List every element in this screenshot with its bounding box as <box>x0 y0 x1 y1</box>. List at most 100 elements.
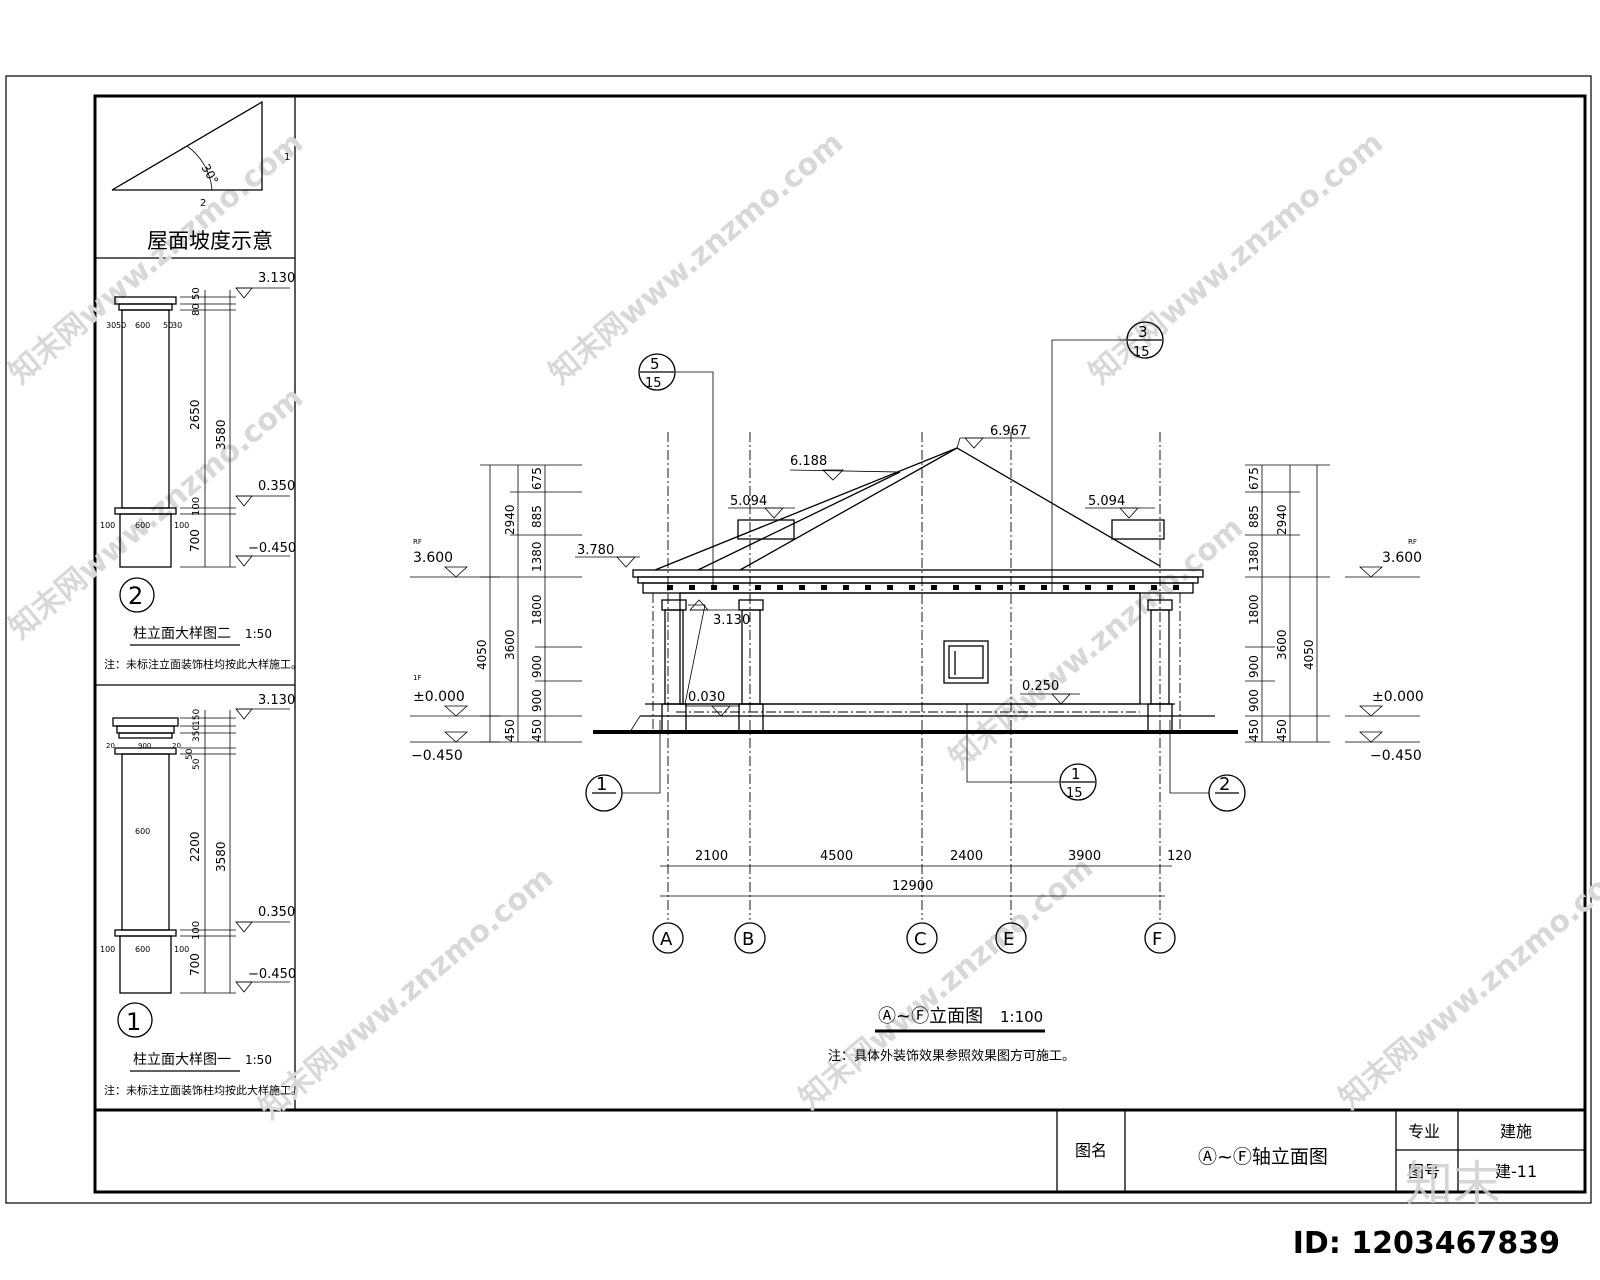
level-tag: RF <box>1408 538 1417 546</box>
dim-label: 700 <box>188 529 202 552</box>
elevation-label: −0.450 <box>1370 748 1422 764</box>
elevation-label: 0.250 <box>1022 679 1059 694</box>
callout-5-15: 5 15 <box>638 353 714 590</box>
detail-marker: 1 <box>126 1008 141 1036</box>
dim-label: 2200 <box>188 831 202 862</box>
detail-note: 注：未标注立面装饰柱均按此大样施工。 <box>104 1083 302 1097</box>
dim-label: 3900 <box>1068 849 1101 864</box>
title-block-name-label: 图名 <box>1075 1141 1107 1160</box>
watermark: 知末网www.znzmo.com <box>543 125 850 391</box>
dim-label: 675 <box>530 467 544 490</box>
image-id-label: ID: 1203467839 <box>1292 1226 1560 1261</box>
elevation-label: 5.094 <box>730 494 767 509</box>
callout-number: 1 <box>596 774 607 795</box>
detail-title: 柱立面大样图一 <box>133 1052 231 1068</box>
dim-label: 30 <box>106 321 116 330</box>
brand-logo: 知末 <box>1405 1156 1501 1212</box>
axis-label: A <box>660 929 673 950</box>
callout-column-2: 2 <box>1169 720 1246 812</box>
dim-label: 100 <box>174 945 189 954</box>
level-tag: RF <box>413 538 422 546</box>
elevation-label: −0.450 <box>411 748 463 764</box>
dim-label: 2650 <box>188 399 202 430</box>
dim-label: 600 <box>135 945 150 954</box>
dim-label: 100 <box>191 497 202 516</box>
watermark: 知末网www.znzmo.com <box>1083 125 1390 391</box>
watermark-layer: 知末网www.znzmo.com 知末网www.znzmo.com 知末网www… <box>3 125 1600 1126</box>
dim-label: 4050 <box>475 639 489 670</box>
elevation-label: ±0.000 <box>1372 689 1424 705</box>
dim-label: 3600 <box>1275 629 1289 660</box>
dim-label: 4500 <box>820 849 853 864</box>
dim-label: 450 <box>1247 719 1261 742</box>
watermark: 知末网www.znzmo.com <box>3 380 310 646</box>
dim-label: 450 <box>1275 719 1289 742</box>
axis-label: F <box>1152 929 1162 950</box>
elevation-title: Ⓐ~Ⓕ立面图 <box>878 1006 983 1027</box>
outer-frame <box>5 75 1592 1204</box>
title-block-discipline-label: 专业 <box>1408 1122 1440 1141</box>
axis-label: B <box>742 929 754 950</box>
dim-label: 600 <box>135 827 150 836</box>
elevation-label: 3.600 <box>1382 550 1422 566</box>
dim-label: 885 <box>530 505 544 528</box>
elevation-label: 3.130 <box>258 271 295 286</box>
dim-label: 4050 <box>1302 639 1316 670</box>
slope-base-label: 2 <box>200 198 206 209</box>
elevation-label: −0.450 <box>248 541 296 556</box>
modillions <box>667 585 1179 590</box>
elevation-label: 0.030 <box>688 690 725 705</box>
dim-label: 2100 <box>695 849 728 864</box>
dim-label: 600 <box>135 521 150 530</box>
dim-label: 80 <box>191 303 202 316</box>
elevation-label: 0.350 <box>258 479 295 494</box>
dim-label: 100 <box>191 921 202 940</box>
dim-label: 20 <box>106 742 115 750</box>
dim-label: 50 <box>185 748 195 760</box>
dim-label: 900 <box>530 689 544 712</box>
title-block-number-label: 图号 <box>1408 1162 1440 1181</box>
dim-label: 120 <box>1167 849 1192 864</box>
dim-label: 50 <box>116 321 126 330</box>
dim-label: 2940 <box>503 504 517 535</box>
detail-note: 注：未标注立面装饰柱均按此大样施工。 <box>104 657 302 671</box>
dim-label: 900 <box>138 742 151 750</box>
dim-label: 3580 <box>214 419 228 450</box>
callout-number: 3 <box>1138 323 1148 341</box>
drawing-border <box>93 94 1587 1194</box>
dim-label: 1800 <box>1247 594 1261 625</box>
dim-label: 900 <box>530 655 544 678</box>
callout-number: 5 <box>650 355 660 373</box>
dim-label: 2940 <box>1275 504 1289 535</box>
dim-label: 1380 <box>1247 541 1261 572</box>
elevation-scale: 1:100 <box>1000 1008 1043 1026</box>
dim-label: 450 <box>530 719 544 742</box>
elevation-label: ±0.000 <box>413 689 465 705</box>
dim-label: 150 <box>192 709 202 726</box>
dim-label: 100 <box>100 521 115 530</box>
elevation-label: 3.600 <box>413 550 453 566</box>
elevation-label: 0.350 <box>258 905 295 920</box>
elevation-label: −0.450 <box>248 967 296 982</box>
dim-label: 3580 <box>214 841 228 872</box>
dim-label: 20 <box>172 742 181 750</box>
callout-number: 2 <box>1219 774 1230 795</box>
watermark: 知末网www.znzmo.com <box>1333 850 1600 1116</box>
detail-title: 柱立面大样图二 <box>133 626 231 642</box>
callout-sheet: 15 <box>1133 345 1150 360</box>
axis-label: E <box>1003 929 1014 950</box>
elevation-label: 6.967 <box>990 424 1027 439</box>
detail-marker: 2 <box>128 582 143 610</box>
dim-label: 450 <box>503 719 517 742</box>
watermark: 知末网www.znzmo.com <box>793 850 1100 1116</box>
dim-label: 12900 <box>892 879 933 894</box>
detail-scale: 1:50 <box>245 1053 272 1067</box>
slope-side-label: 1 <box>284 152 290 163</box>
title-block-drawing-name: Ⓐ~Ⓕ轴立面图 <box>1198 1146 1328 1168</box>
callout-1-15: 1 15 <box>966 704 1097 801</box>
dim-label: 30 <box>172 321 182 330</box>
dim-label: 2400 <box>950 849 983 864</box>
title-block-number: 建-11 <box>1495 1162 1537 1181</box>
callout-sheet: 15 <box>645 376 662 391</box>
dim-label: 885 <box>1247 505 1261 528</box>
